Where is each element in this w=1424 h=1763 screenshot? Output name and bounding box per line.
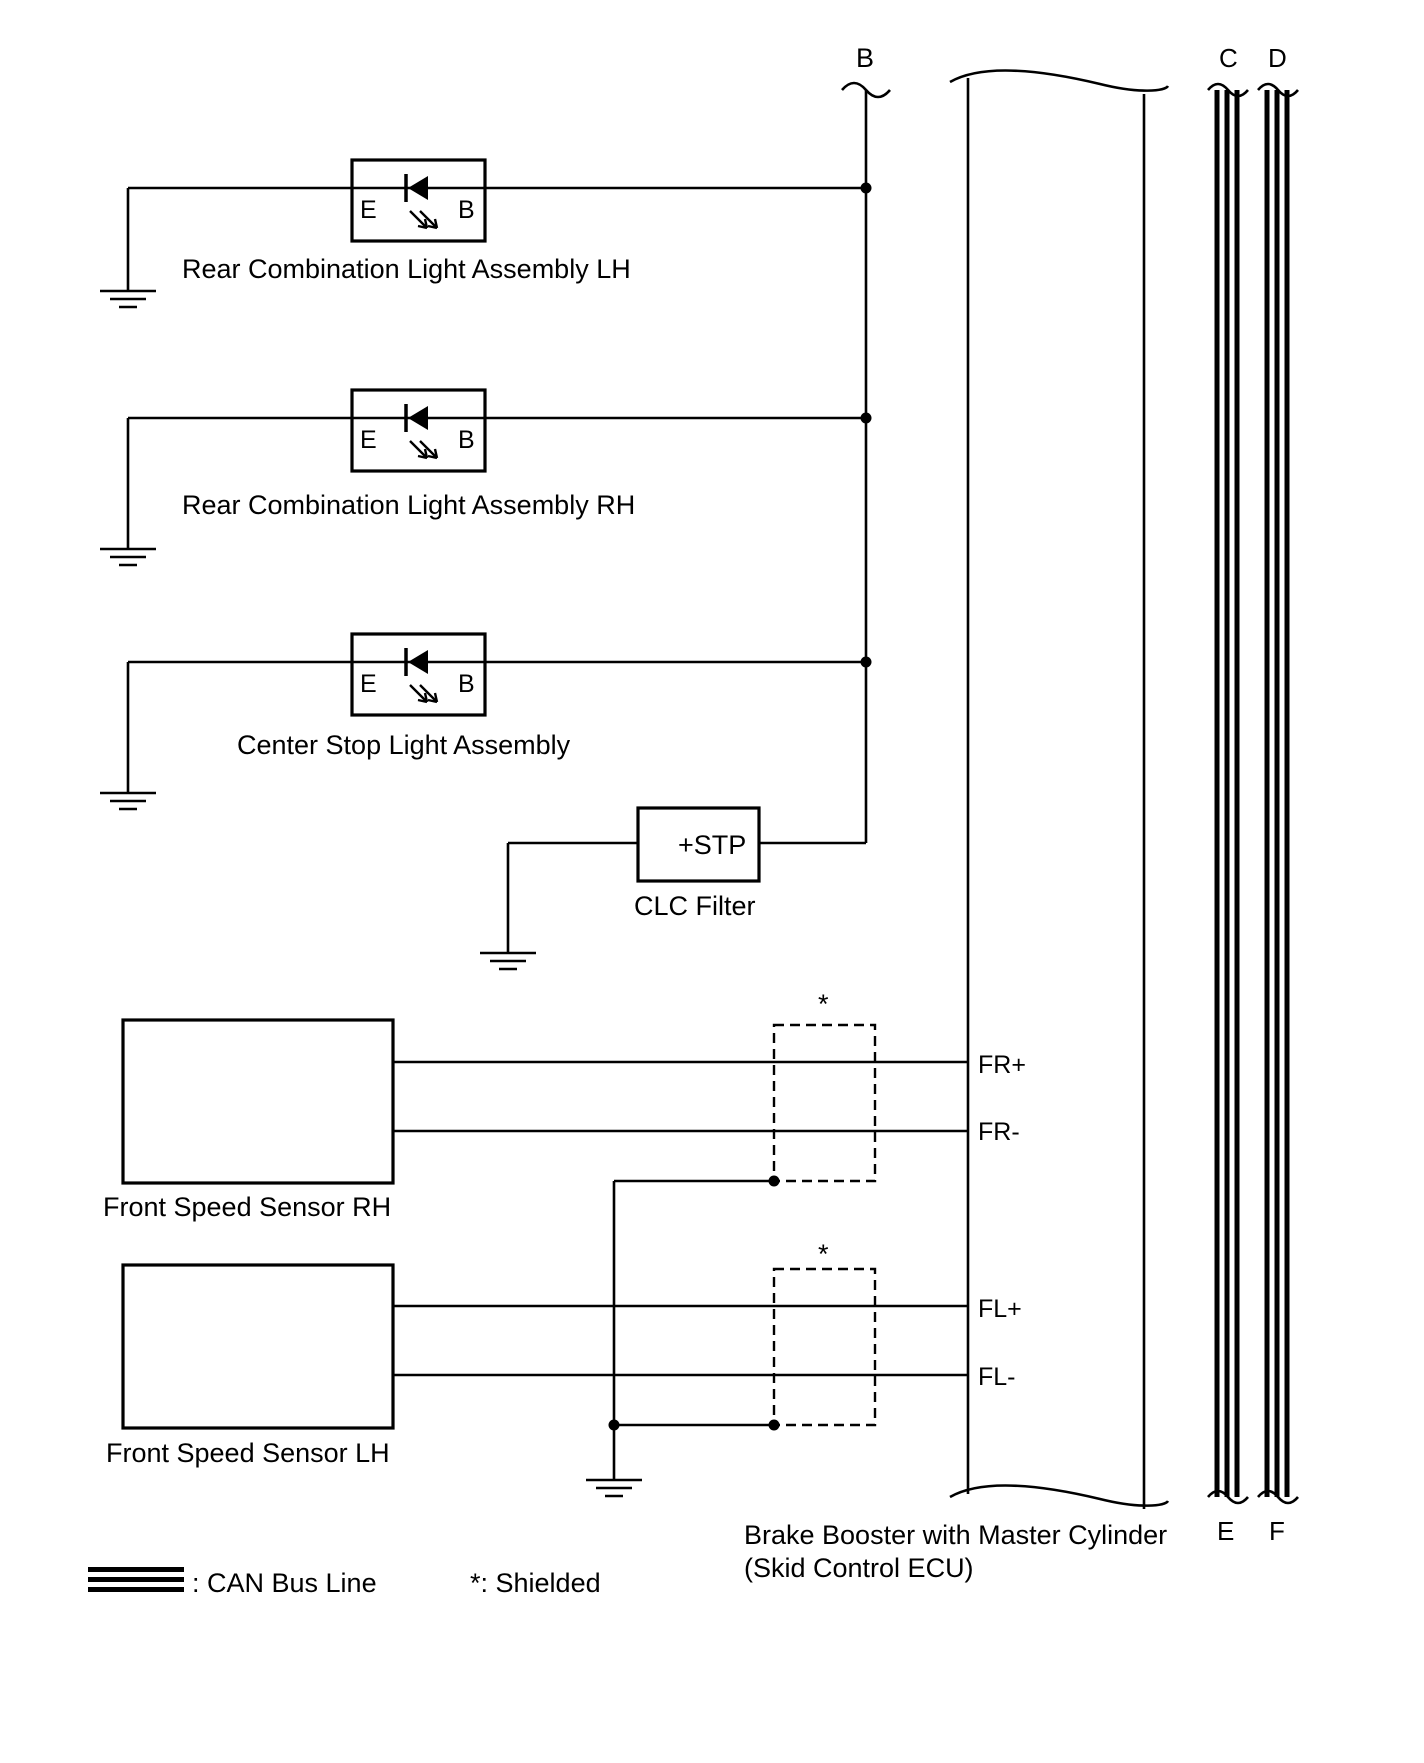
- can-bus-d-f: D F: [1257, 43, 1299, 1546]
- sensor-label: Front Speed Sensor RH: [103, 1192, 391, 1222]
- connector-label-c: C: [1219, 43, 1238, 73]
- can-bus-c-e: C E: [1207, 43, 1249, 1546]
- junction-dot: [860, 182, 872, 194]
- led-icon: [404, 648, 439, 704]
- lamp-label: Center Stop Light Assembly: [237, 730, 571, 760]
- terminal-e-label: E: [360, 196, 377, 224]
- terminal-e-label: E: [360, 670, 377, 698]
- ecu-label-line1: Brake Booster with Master Cylinder: [744, 1520, 1167, 1550]
- sensor-box: [121, 1263, 395, 1430]
- lamp-box: [350, 632, 487, 717]
- legend: : CAN Bus Line *: Shielded: [88, 1567, 601, 1598]
- front-speed-sensor-lh: * Front Speed Sensor LH: [106, 1239, 968, 1468]
- shield-box: [772, 1267, 877, 1427]
- lamp-box: [350, 158, 487, 243]
- shield-box: [772, 1023, 877, 1183]
- ground-symbol: [100, 547, 156, 567]
- terminal-e-label: E: [360, 426, 377, 454]
- lamp-center-stop: E B Center Stop Light Assembly: [100, 632, 872, 811]
- skid-control-ecu: FR+ FR- FL+ FL- Brake Booster with Maste…: [744, 69, 1170, 1583]
- lamp-rear-combination-lh: E B Rear Combination Light Assembly LH: [100, 158, 872, 309]
- connector-label-f: F: [1269, 1516, 1285, 1546]
- shield-mark: *: [818, 1239, 829, 1269]
- clc-filter-terminal: +STP: [678, 830, 746, 860]
- led-icon: [404, 404, 439, 460]
- junction-dot: [860, 412, 872, 424]
- lamp-box: [350, 388, 487, 473]
- led-icon: [404, 174, 439, 230]
- pin-fr-minus: FR-: [978, 1118, 1020, 1146]
- terminal-b-label: B: [458, 426, 475, 454]
- terminal-b-label: B: [458, 670, 475, 698]
- b-bus: B: [841, 43, 891, 843]
- pin-fl-plus: FL+: [978, 1295, 1022, 1323]
- shield-mark: *: [818, 989, 829, 1019]
- ground-symbol: [480, 951, 536, 971]
- connector-label-d: D: [1268, 43, 1287, 73]
- lamp-label: Rear Combination Light Assembly RH: [182, 490, 635, 520]
- clc-filter: +STP CLC Filter: [480, 806, 866, 971]
- pin-fl-minus: FL-: [978, 1363, 1016, 1391]
- shield-drain: [586, 1181, 642, 1498]
- connector-label-b: B: [856, 43, 874, 73]
- ecu-label-line2: (Skid Control ECU): [744, 1553, 974, 1583]
- connector-label-e: E: [1217, 1516, 1234, 1546]
- junction-dot: [768, 1419, 780, 1431]
- lamp-rear-combination-rh: E B Rear Combination Light Assembly RH: [100, 388, 872, 567]
- front-speed-sensor-rh: * Front Speed Sensor RH: [103, 989, 968, 1222]
- junction-dot: [860, 656, 872, 668]
- clc-filter-box: [636, 806, 761, 883]
- junction-dot: [768, 1175, 780, 1187]
- legend-shielded: *: Shielded: [470, 1568, 601, 1598]
- pin-fr-plus: FR+: [978, 1051, 1026, 1079]
- ground-symbol: [100, 289, 156, 309]
- clc-filter-label: CLC Filter: [634, 891, 756, 921]
- sensor-label: Front Speed Sensor LH: [106, 1438, 390, 1468]
- lamp-label: Rear Combination Light Assembly LH: [182, 254, 631, 284]
- ground-symbol: [100, 791, 156, 811]
- sensor-box: [121, 1018, 395, 1185]
- can-bus-legend-icon: [88, 1567, 184, 1592]
- ground-symbol: [586, 1478, 642, 1498]
- terminal-b-label: B: [458, 196, 475, 224]
- legend-can-bus: : CAN Bus Line: [192, 1568, 377, 1598]
